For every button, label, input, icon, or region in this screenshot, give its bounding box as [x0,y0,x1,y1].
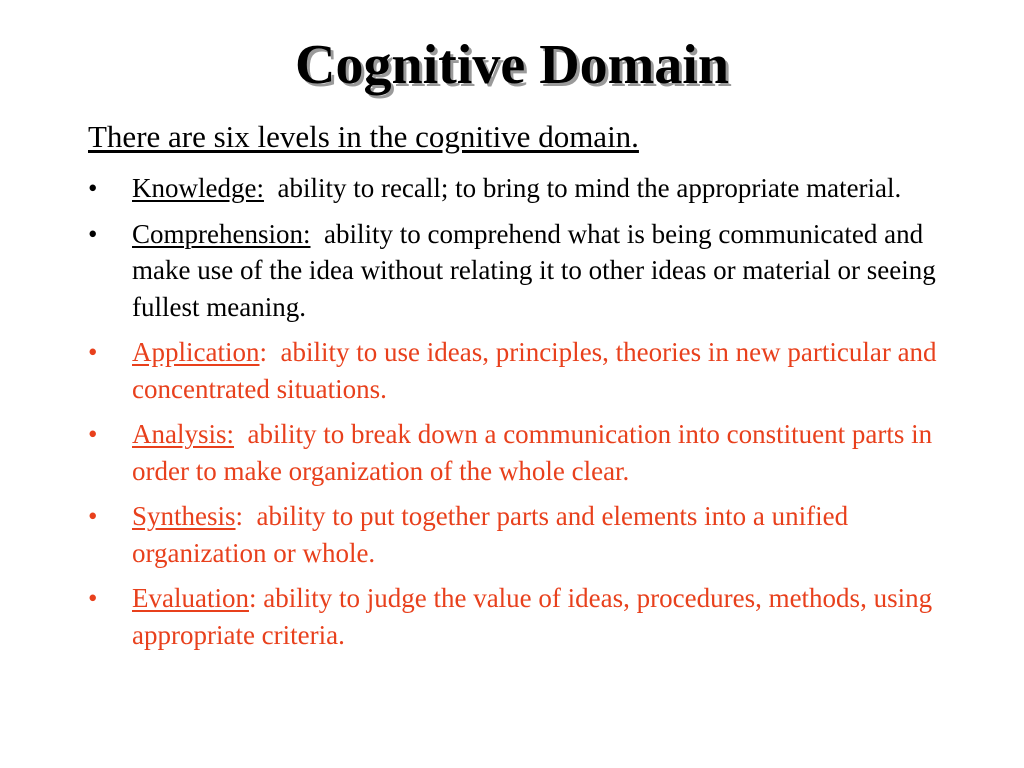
level-separator: : [259,337,267,367]
level-description: ability to put together parts and elemen… [132,501,855,568]
level-description: ability to break down a communication in… [132,419,939,486]
bullet-icon: • [88,173,98,203]
list-item-synthesis: • Synthesis: ability to put together part… [88,498,948,571]
list-item-application: • Application: ability to use ideas, prin… [88,334,948,407]
level-description: ability to use ideas, principles, theori… [132,337,944,404]
bullet-icon: • [88,218,98,249]
level-term: Analysis: [132,419,235,449]
level-separator: : [235,501,244,531]
level-term: Application [132,337,260,367]
level-description: ability to judge the value of ideas, pro… [132,583,939,650]
bullet-icon: • [88,501,98,531]
slide-title: Cognitive Domain [295,34,729,96]
level-separator: : [248,583,257,613]
list-item-comprehension: • Comprehension: ability to comprehend wh… [88,216,948,326]
list-item-knowledge: • Knowledge: ability to recall; to bring … [88,170,948,207]
bullet-icon: • [88,419,98,449]
bullet-icon: • [88,583,98,613]
list-item-analysis: • Analysis: ability to break down a commu… [88,416,948,489]
intro-text: There are six levels in the cognitive do… [88,119,639,154]
list-item-evaluation: • Evaluation: ability to judge the value … [88,580,948,653]
level-term: Knowledge: [132,173,264,203]
level-description: ability to recall; to bring to mind the … [263,173,902,203]
level-term: Evaluation [132,583,249,613]
level-term: Comprehension: [132,218,311,249]
level-description: ability to comprehend what is being comm… [132,218,943,322]
bullet-icon: • [88,337,98,367]
levels-list: • Knowledge: ability to recall; to bring … [88,170,948,662]
level-term: Synthesis [132,501,236,531]
